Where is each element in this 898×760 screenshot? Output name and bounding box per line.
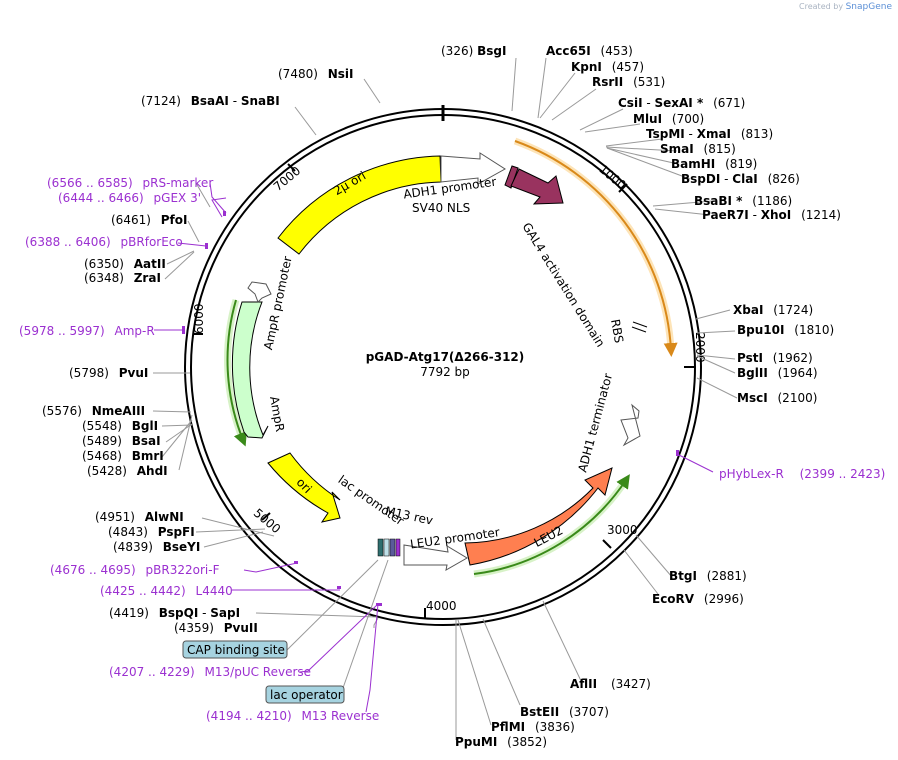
primer-pbr322ori-f: (4676 .. 4695) pBR322ori-F: [50, 563, 220, 577]
primer-m13-reverse: (4194 .. 4210) M13 Reverse: [206, 709, 379, 723]
site-bmri: (5468) BmrI: [82, 449, 164, 463]
site-ecorv: EcoRV (2996): [652, 592, 744, 606]
site-psti: PstI (1962): [737, 351, 813, 365]
tick-1000: [618, 183, 628, 193]
ticks: [193, 163, 694, 618]
site-csii-sexai: CsiI - SexAI * (671): [618, 96, 745, 110]
orf-arrow-green-ampr: [226, 299, 247, 447]
label-ampr: AmpR: [267, 395, 287, 433]
site-bspdi-clai: BspDI - ClaI (826): [681, 172, 800, 186]
site-bsai: (5489) BsaI: [82, 434, 161, 448]
cap-binding-site-box[interactable]: CAP binding site: [182, 640, 288, 659]
site-kpni: KpnI (457): [571, 60, 644, 74]
site-bgli: (5548) BglI: [82, 419, 158, 433]
credit-prefix: Created by: [799, 2, 844, 11]
plasmid-size: 7792 bp: [420, 365, 470, 379]
primer-m13-puc-reverse: (4207 .. 4229) M13/pUC Reverse: [109, 665, 311, 679]
credit-brand: SnapGene: [845, 2, 892, 12]
site-bsaai-snabi: (7124) BsaAI - SnaBI: [141, 94, 280, 108]
site-bpu10i: Bpu10I (1810): [737, 323, 834, 337]
site-pvuii: (4359) PvuII: [174, 621, 258, 635]
site-acc65i: Acc65I (453): [546, 44, 633, 58]
feature-lac-operator-box[interactable]: [389, 538, 396, 557]
label-ampr-promoter: AmpR promoter: [261, 255, 295, 351]
tick-label-6000: 6000: [192, 303, 206, 334]
lac-operator-label: lac operator: [270, 688, 343, 702]
site-bglii: BglII (1964): [737, 366, 818, 380]
site-aatii: (6350) AatII: [84, 257, 166, 271]
site-zrai: (6348) ZraI: [84, 271, 161, 285]
primer-pgex3: (6444 .. 6466) pGEX 3': [58, 191, 201, 205]
primer-marks: [182, 211, 679, 606]
primer-pbrforeco: (6388 .. 6406) pBRforEco: [25, 235, 183, 249]
site-paer7i-xhoi: PaeR7I - XhoI (1214): [702, 208, 841, 222]
cap-leader: [286, 559, 379, 651]
site-alwni: (4951) AlwNI: [95, 510, 184, 524]
site-nsii: (7480) NsiI: [278, 67, 354, 81]
primer-prs-marker: (6566 .. 6585) pRS-marker: [47, 176, 213, 190]
feature-leu2-promoter[interactable]: [403, 544, 468, 571]
site-bsteii: BstEII (3707): [520, 705, 609, 719]
lac-operator-box[interactable]: lac operator: [265, 685, 345, 704]
primer-phyblex-r: pHybLex-R (2399 .. 2423): [719, 467, 885, 481]
site-ppumi: PpuMI (3852): [455, 735, 547, 749]
site-leader-lines: [152, 57, 738, 740]
site-bamhi: BamHI (819): [671, 157, 757, 171]
tick-label-2000: 2000: [693, 332, 707, 363]
tick-label-4000: 4000: [426, 599, 457, 613]
plasmid-name: pGAD-Atg17(Δ266-312): [366, 350, 525, 364]
site-ahdi: (5428) AhdI: [87, 464, 168, 478]
site-aflii: AflII (3427): [570, 677, 651, 691]
tick-5000: [261, 512, 271, 521]
tick-7000: [287, 163, 296, 172]
feature-leu2[interactable]: [464, 467, 613, 566]
feature-ampr[interactable]: [231, 301, 269, 439]
site-bspqi-sapi: (4419) BspQI - SapI: [109, 606, 240, 620]
site-bsabi: BsaBI * (1186): [694, 194, 792, 208]
feature-ampr-promoter[interactable]: [247, 281, 272, 303]
feature-gal4-ad[interactable]: [510, 168, 564, 205]
feature-lac-promoter-box[interactable]: [383, 538, 390, 557]
site-tspmi-xmai: TspMI - XmaI (813): [646, 127, 773, 141]
feature-adh1-terminator[interactable]: [620, 403, 641, 447]
snapgene-credit: Created by SnapGene: [799, 2, 892, 12]
site-mlui: MluI (700): [633, 112, 704, 126]
primer-amp-r: (5978 .. 5997) Amp-R: [19, 324, 155, 338]
label-sv40-nls: SV40 NLS: [412, 201, 470, 215]
feature-adh1-promoter[interactable]: [440, 152, 506, 185]
site-pflmi: PflMI (3836): [491, 720, 575, 734]
site-msci: MscI (2100): [737, 391, 817, 405]
primer-leader-lines: [154, 182, 714, 713]
feature-cap-site[interactable]: [377, 538, 384, 557]
tick-label-3000: 3000: [607, 523, 638, 537]
lac-operator-leader: [342, 559, 389, 689]
label-lac-promoter: lac promoter: [336, 473, 407, 529]
site-smai: SmaI (815): [660, 142, 736, 156]
tick-3000: [602, 539, 612, 549]
site-bseyi: (4839) BseYI: [113, 540, 200, 554]
feature-rbs[interactable]: [631, 321, 648, 333]
feature-ori[interactable]: [267, 452, 341, 523]
site-pfoi: (6461) PfoI: [111, 213, 187, 227]
feature-m13-rev[interactable]: [395, 538, 401, 557]
site-pvui: (5798) PvuI: [69, 366, 148, 380]
site-nmeaiii: (5576) NmeAIII: [42, 404, 145, 418]
orf-arrow-orange: [514, 140, 678, 357]
site-xbai: XbaI (1724): [733, 303, 813, 317]
orf-arrow-green-leu2: [473, 474, 630, 575]
primer-labels: (6566 .. 6585) pRS-marker (6444 .. 6466)…: [19, 176, 885, 723]
feature-sv40-nls[interactable]: [504, 165, 519, 189]
primer-l4440: (4425 .. 4442) L4440: [100, 584, 233, 598]
site-labels: (326) BsgI Acc65I (453) KpnI (457) RsrII…: [42, 44, 841, 749]
site-bsgi: (326) BsgI: [441, 44, 506, 58]
label-rbs: RBS: [608, 318, 626, 344]
label-gal4-ad: GAL4 activation domain: [519, 220, 607, 349]
site-rsrii: RsrII (531): [592, 75, 665, 89]
site-pspfi: (4843) PspFI: [108, 525, 195, 539]
label-adh1-terminator: ADH1 terminator: [575, 372, 615, 474]
site-btgi: BtgI (2881): [669, 569, 747, 583]
cap-binding-site-label: CAP binding site: [187, 643, 285, 657]
